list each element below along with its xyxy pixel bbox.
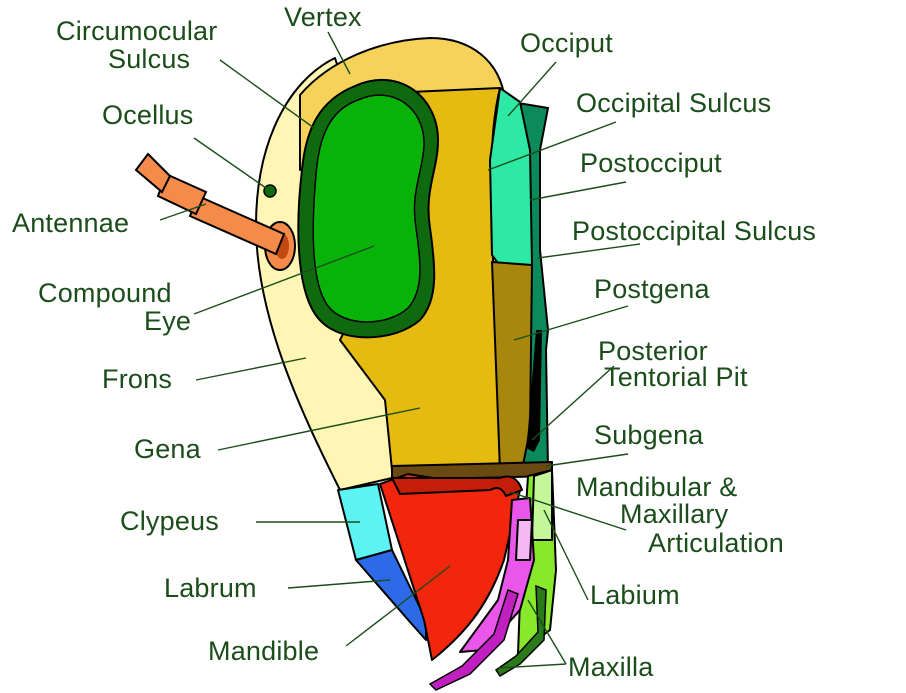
label-compound-eye-line2: Eye xyxy=(144,306,191,336)
leader-subgena xyxy=(546,454,628,466)
label-occipital-sulcus: Occipital Sulcus xyxy=(576,88,771,118)
label-postoccipital-sulcus: Postoccipital Sulcus xyxy=(572,216,816,246)
label-posterior-tentorial-line2: Tentorial Pit xyxy=(604,362,748,392)
label-occiput: Occiput xyxy=(520,28,613,58)
label-vertex: Vertex xyxy=(284,2,362,32)
label-maxilla: Maxilla xyxy=(568,652,654,682)
label-articulation-line1: Mandibular & xyxy=(576,472,738,502)
label-circumocular-line2: Sulcus xyxy=(108,44,190,74)
postgena-region xyxy=(492,262,532,470)
label-mandible: Mandible xyxy=(208,636,319,666)
label-labium: Labium xyxy=(590,580,680,610)
label-postocciput: Postocciput xyxy=(580,148,722,178)
leader-labrum xyxy=(288,580,390,588)
leader-ocellus xyxy=(194,138,266,188)
ocellus-dot xyxy=(264,185,276,197)
compound-eye xyxy=(298,80,438,337)
label-postgena: Postgena xyxy=(594,274,710,304)
leader-postocciput xyxy=(530,182,626,200)
maxilla-lacinia xyxy=(516,520,532,560)
label-frons: Frons xyxy=(102,364,172,394)
label-gena: Gena xyxy=(134,434,202,464)
leader-postoccipital-sulcus xyxy=(538,244,640,258)
label-antennae: Antennae xyxy=(12,208,129,238)
label-labrum: Labrum xyxy=(164,573,257,603)
label-circumocular-line1: Circumocular xyxy=(56,16,217,46)
label-clypeus: Clypeus xyxy=(120,506,219,536)
antenna-flagellum xyxy=(136,154,170,192)
label-compound-eye-line1: Compound xyxy=(38,278,172,308)
compound-eye-surface xyxy=(313,95,424,322)
label-ocellus: Ocellus xyxy=(102,100,193,130)
label-subgena: Subgena xyxy=(594,420,704,450)
label-articulation-line3: Articulation xyxy=(648,528,784,558)
label-articulation-line2: Maxillary xyxy=(620,499,729,529)
